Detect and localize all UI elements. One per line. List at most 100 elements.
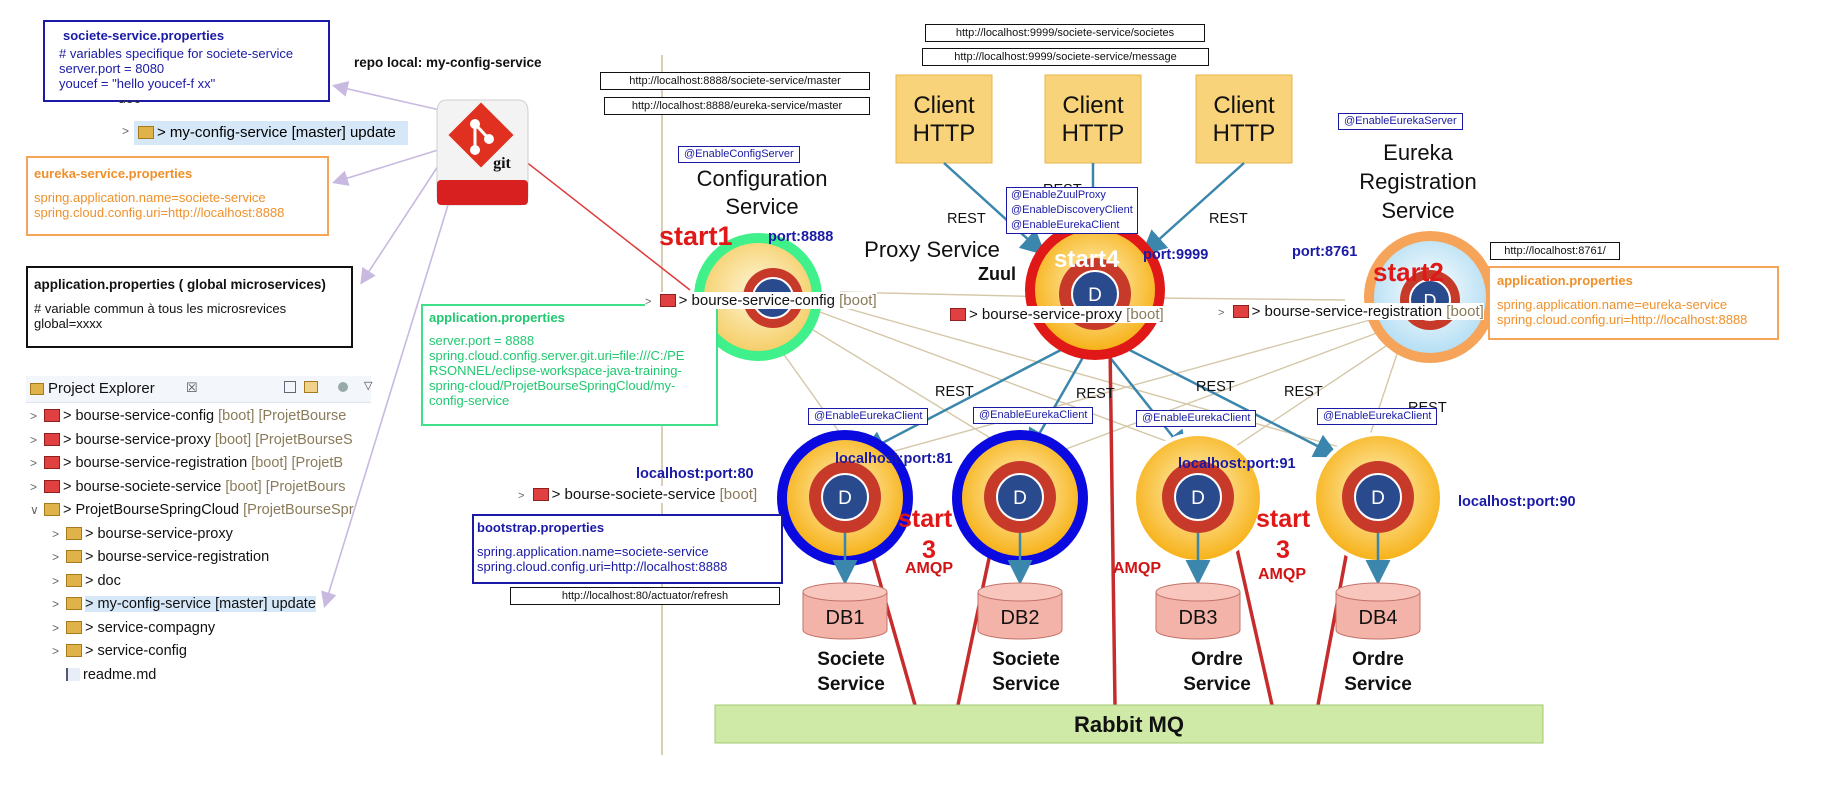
tree-item[interactable]: > > bourse-service-registration [26, 546, 371, 570]
tree-item[interactable]: >> service-config [26, 640, 371, 664]
global-properties-title: application.properties ( global microser… [34, 277, 326, 292]
git-logo: git [436, 99, 529, 206]
tree-item[interactable]: > > doc [26, 570, 371, 594]
svg-text:Service: Service [1183, 674, 1251, 695]
svg-text:D: D [1088, 285, 1102, 306]
port-labels: port:8888 port:9999 port:8761 localhost:… [636, 229, 1576, 510]
svg-text:AMQP: AMQP [905, 560, 953, 577]
svg-text:AMQP: AMQP [1113, 560, 1161, 577]
boot-project-icon [532, 488, 549, 501]
svg-text:Service: Service [992, 674, 1060, 695]
config-app-properties-line: spring.cloud.config.server.git.uri=file:… [429, 348, 685, 363]
config-app-properties-box: application.properties server.port = 888… [421, 304, 718, 426]
tree-item[interactable]: >> bourse-service-proxy [26, 523, 371, 547]
collapse-all-icon[interactable] [284, 381, 296, 393]
svc-label-proxy[interactable]: > bourse-service-proxy [boot] [950, 306, 1164, 323]
tree-item-label: > my-config-service [master] update [85, 596, 316, 612]
tree-item-label: > bourse-service-proxy [63, 431, 211, 448]
service-names: Societe Service Societe Service Ordre Se… [817, 649, 1412, 695]
eureka-title-1: Eureka [1383, 140, 1453, 165]
svg-text:Societe: Societe [817, 649, 885, 670]
tree-item-label: > service-compagny [85, 619, 216, 636]
chevron-right-icon[interactable]: > [52, 644, 60, 658]
registry-links [769, 291, 1401, 461]
folder-icon [66, 644, 82, 657]
bootstrap-properties-box: bootstrap.properties spring.application.… [472, 514, 783, 584]
zuul-label: Zuul [978, 264, 1016, 284]
url-actuator-refresh: http://localhost:80/actuator/refresh [510, 587, 780, 605]
societe-properties-box: societe-service.properties # variables s… [43, 20, 330, 102]
chevron-right-icon[interactable]: > [52, 573, 60, 588]
chevron-right-icon[interactable]: > [30, 479, 38, 494]
tree-item-label: > doc [85, 572, 121, 589]
svg-text:git: git [493, 155, 511, 172]
svg-text:REST: REST [1209, 211, 1248, 227]
chevron-right-icon[interactable]: > [52, 526, 60, 541]
amqp-links [866, 344, 1352, 706]
boot-project-icon [659, 294, 676, 307]
project-explorer-tree: >> bourse-service-config [boot] [ProjetB… [26, 405, 371, 687]
svg-text:Ordre: Ordre [1191, 649, 1243, 670]
svg-text:DB2: DB2 [1001, 607, 1040, 629]
url-eureka-dashboard: http://localhost:8761/ [1490, 242, 1620, 260]
svg-text:Ordre: Ordre [1352, 649, 1404, 670]
chevron-right-icon[interactable]: > [52, 550, 60, 564]
svg-text:D: D [1013, 488, 1027, 509]
eureka-service-node: D [1364, 231, 1496, 363]
annotation-zuul-group: @EnableZuulProxy @EnableDiscoveryClient … [1006, 187, 1138, 234]
tree-item-label: > bourse-service-registration [85, 549, 270, 565]
ordre-service-node-1: D [1132, 432, 1264, 564]
link-editor-icon[interactable] [304, 381, 318, 393]
tree-item-my-config-top[interactable]: > my-config-service [master] update [134, 121, 408, 145]
filter-icon[interactable] [338, 382, 348, 392]
tree-item[interactable]: readme.md [26, 664, 371, 688]
view-menu-icon[interactable]: ▽ [364, 380, 373, 392]
tree-item[interactable]: > > service-compagny [26, 617, 371, 641]
tree-chevron[interactable]: > [122, 124, 130, 138]
chevron-down-icon[interactable]: ∨ [30, 503, 39, 517]
start-labels: start1 start4 start2 start 3 start 3 [659, 221, 1444, 564]
tab-close-icon[interactable]: ☒ [186, 380, 198, 395]
tree-item[interactable]: >> bourse-societe-service [boot] [Projet… [26, 476, 371, 500]
societe-service-node-1: D [777, 430, 913, 566]
tree-item[interactable]: >> bourse-service-registration [boot] [P… [26, 452, 371, 476]
proxy-title: Proxy Service [864, 237, 1000, 262]
global-properties-box: application.properties ( global microser… [26, 266, 353, 348]
proxy-arrows [860, 338, 1340, 458]
project-explorer-header: Project Explorer ☒ ▽ [26, 376, 373, 403]
annotation-eureka-client-1: @EnableEurekaClient [808, 408, 929, 425]
svg-text:Service: Service [817, 674, 885, 695]
chevron-right-icon[interactable]: > [30, 432, 38, 447]
start4-label: start4 [1054, 246, 1120, 273]
tree-item[interactable]: > > my-config-service [master] update [26, 593, 371, 617]
svc-label-societe[interactable]: > > bourse-societe-service [boot] [518, 486, 758, 503]
svg-text:localhost:port:81: localhost:port:81 [835, 451, 953, 467]
eureka-properties-box: eureka-service.properties spring.applica… [26, 156, 329, 236]
chevron-right-icon[interactable]: > [52, 597, 60, 611]
svg-text:localhost:port:90: localhost:port:90 [1458, 494, 1576, 510]
tree-item[interactable]: ∨> ProjetBourseSpringCloud [ProjetBourse… [26, 499, 371, 523]
chevron-right-icon[interactable]: > [52, 620, 60, 635]
tree-item[interactable]: > > bourse-service-proxy [boot] [ProjetBo… [26, 429, 371, 453]
amqp-labels: AMQP AMQP AMQP [905, 560, 1306, 583]
svc-label-config[interactable]: > > bourse-service-config [boot] [645, 292, 877, 309]
bootstrap-properties-line: spring.application.name=societe-service [477, 544, 709, 559]
folder-icon [66, 526, 82, 540]
http-clients: Client HTTP Client HTTP Client HTTP [895, 74, 1293, 164]
svg-text:Societe: Societe [992, 649, 1060, 670]
chevron-right-icon[interactable]: > [30, 456, 38, 470]
svg-text:REST: REST [1284, 384, 1323, 400]
svc-label-registration[interactable]: > > bourse-service-registration [boot] [1218, 303, 1484, 320]
rabbit-mq-label: Rabbit MQ [1074, 712, 1184, 737]
svg-text:Service: Service [1344, 674, 1412, 695]
db-cylinder-3: DB3 [1155, 582, 1241, 640]
eureka-title-3: Service [1381, 198, 1454, 223]
global-properties-line: global=xxxx [34, 316, 103, 331]
eureka-properties-title: eureka-service.properties [34, 166, 193, 181]
annotation-eureka-client-2: @EnableEurekaClient [973, 407, 1094, 424]
chevron-right-icon[interactable]: > [30, 409, 38, 423]
societe-service-node-2: D [952, 430, 1088, 566]
tree-item-suffix: [boot] [ProjetBourseS [210, 431, 353, 448]
svg-text:DB4: DB4 [1359, 607, 1398, 629]
tree-item[interactable]: >> bourse-service-config [boot] [ProjetB… [26, 405, 371, 429]
